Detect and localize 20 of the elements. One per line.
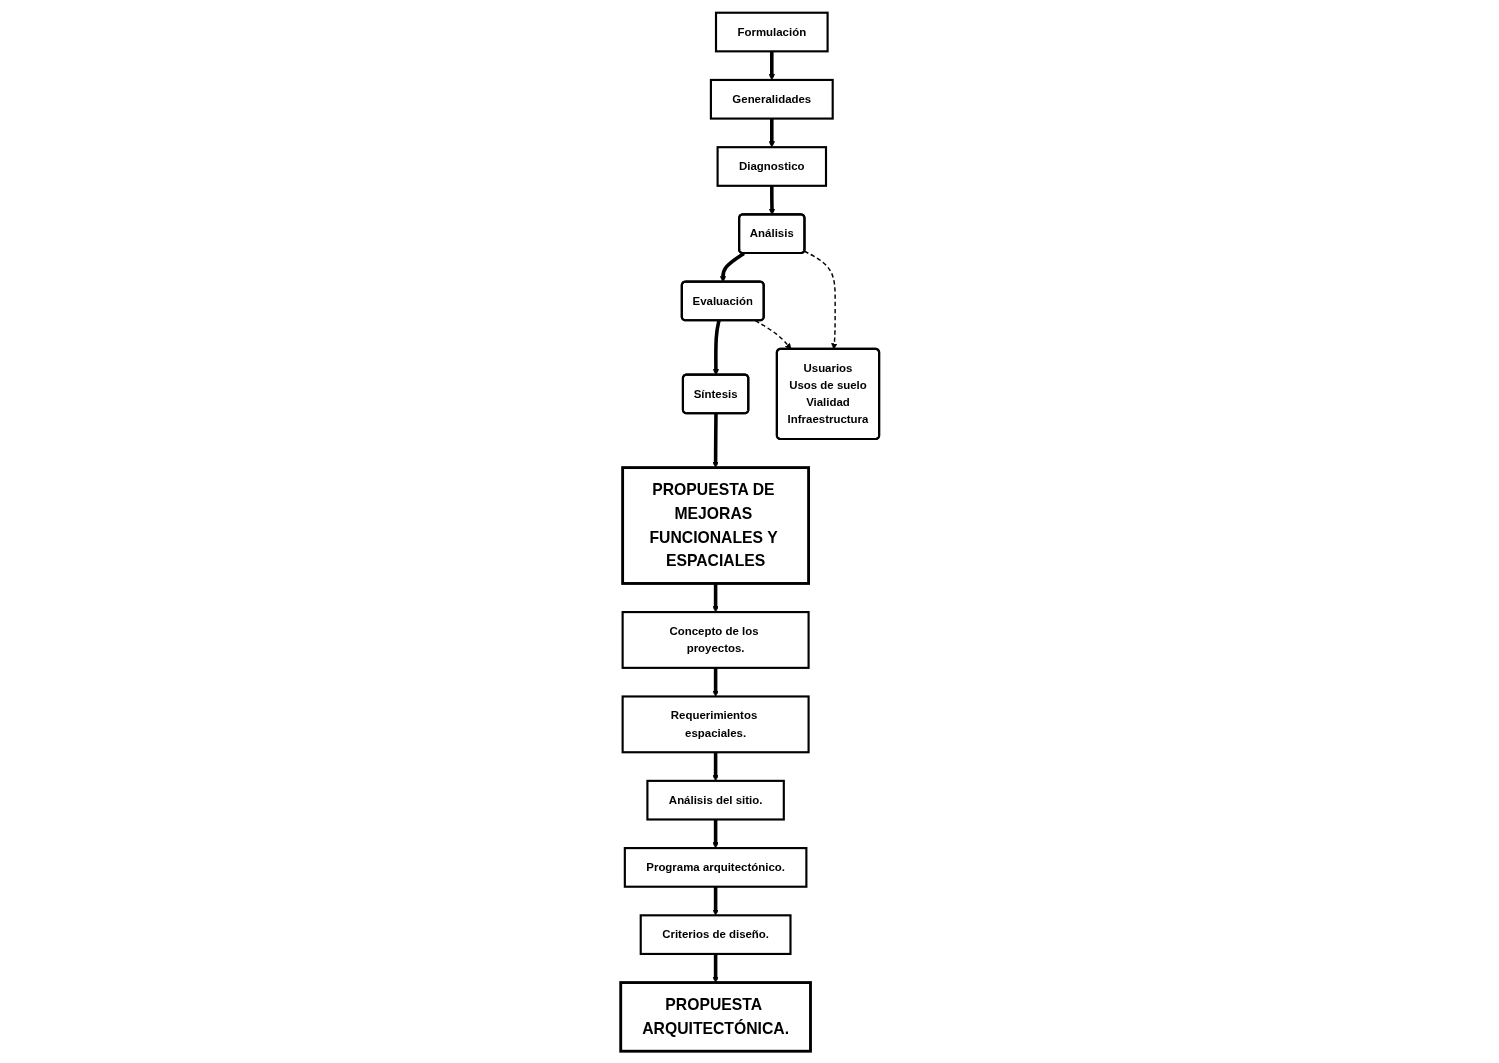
arrow xyxy=(712,819,719,848)
node-box: Programa arquitectónico. xyxy=(623,846,808,888)
arrow xyxy=(768,118,775,147)
arrow xyxy=(712,583,719,612)
arrow xyxy=(712,667,719,697)
node-box: Diagnostico xyxy=(716,145,827,187)
node-box: Análisis del sitio. xyxy=(645,779,785,821)
arrow xyxy=(712,413,719,468)
arrow xyxy=(712,751,719,781)
node-box: PROPUESTA DE MEJORAS FUNCIONALES Y ESPACIALES xyxy=(620,465,810,585)
node-box: Formulación xyxy=(714,11,829,52)
node-box: Requerimientos espaciales. xyxy=(621,694,810,753)
node-box: Generalidades xyxy=(709,78,834,120)
arrow xyxy=(712,319,721,375)
node-box: Concepto de los proyectos. xyxy=(621,610,810,669)
arrow xyxy=(712,953,719,983)
arrow xyxy=(719,251,745,282)
arrow xyxy=(768,50,775,80)
node-box: PROPUESTA ARQUITECTÓNICA. xyxy=(618,980,812,1053)
node-box: Criterios de diseño. xyxy=(639,913,792,955)
